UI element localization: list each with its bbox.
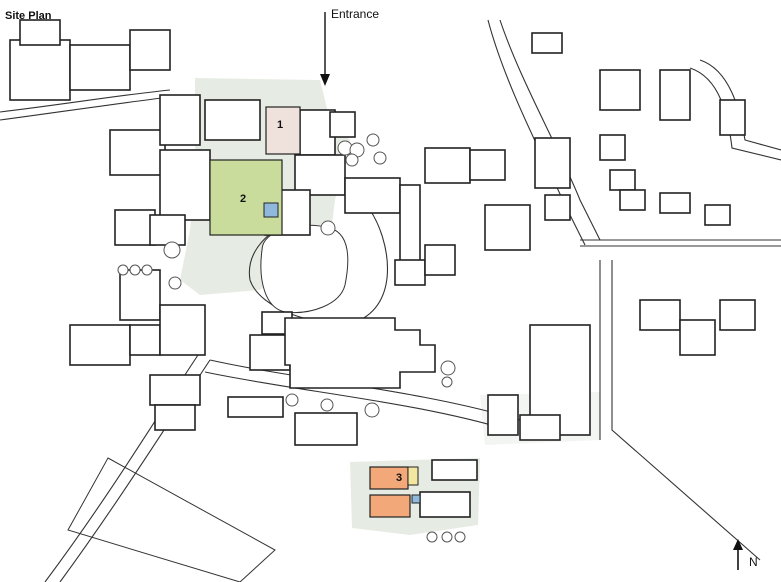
sports-field-outline [67,457,276,582]
zone-3-blue-annex [411,494,421,504]
courtyard-lawn [260,224,349,314]
zone-3: 3 [369,466,411,518]
trees [117,133,466,543]
zone-1-label: 1 [277,119,283,131]
zone-2-label: 2 [240,193,246,205]
north-label: N [749,555,758,569]
zone-2: 2 [209,159,283,236]
entrance-arrow [320,12,330,86]
zone-1: 1 [265,106,301,155]
zone-3-label: 3 [396,472,402,484]
buildings [9,19,756,518]
page-title: Site Plan [5,10,52,22]
north-arrow-icon [733,539,743,570]
zone-3-yellow-annex [407,466,419,486]
entrance-label: Entrance [331,7,380,21]
zone-2-blue-annex [263,202,279,218]
